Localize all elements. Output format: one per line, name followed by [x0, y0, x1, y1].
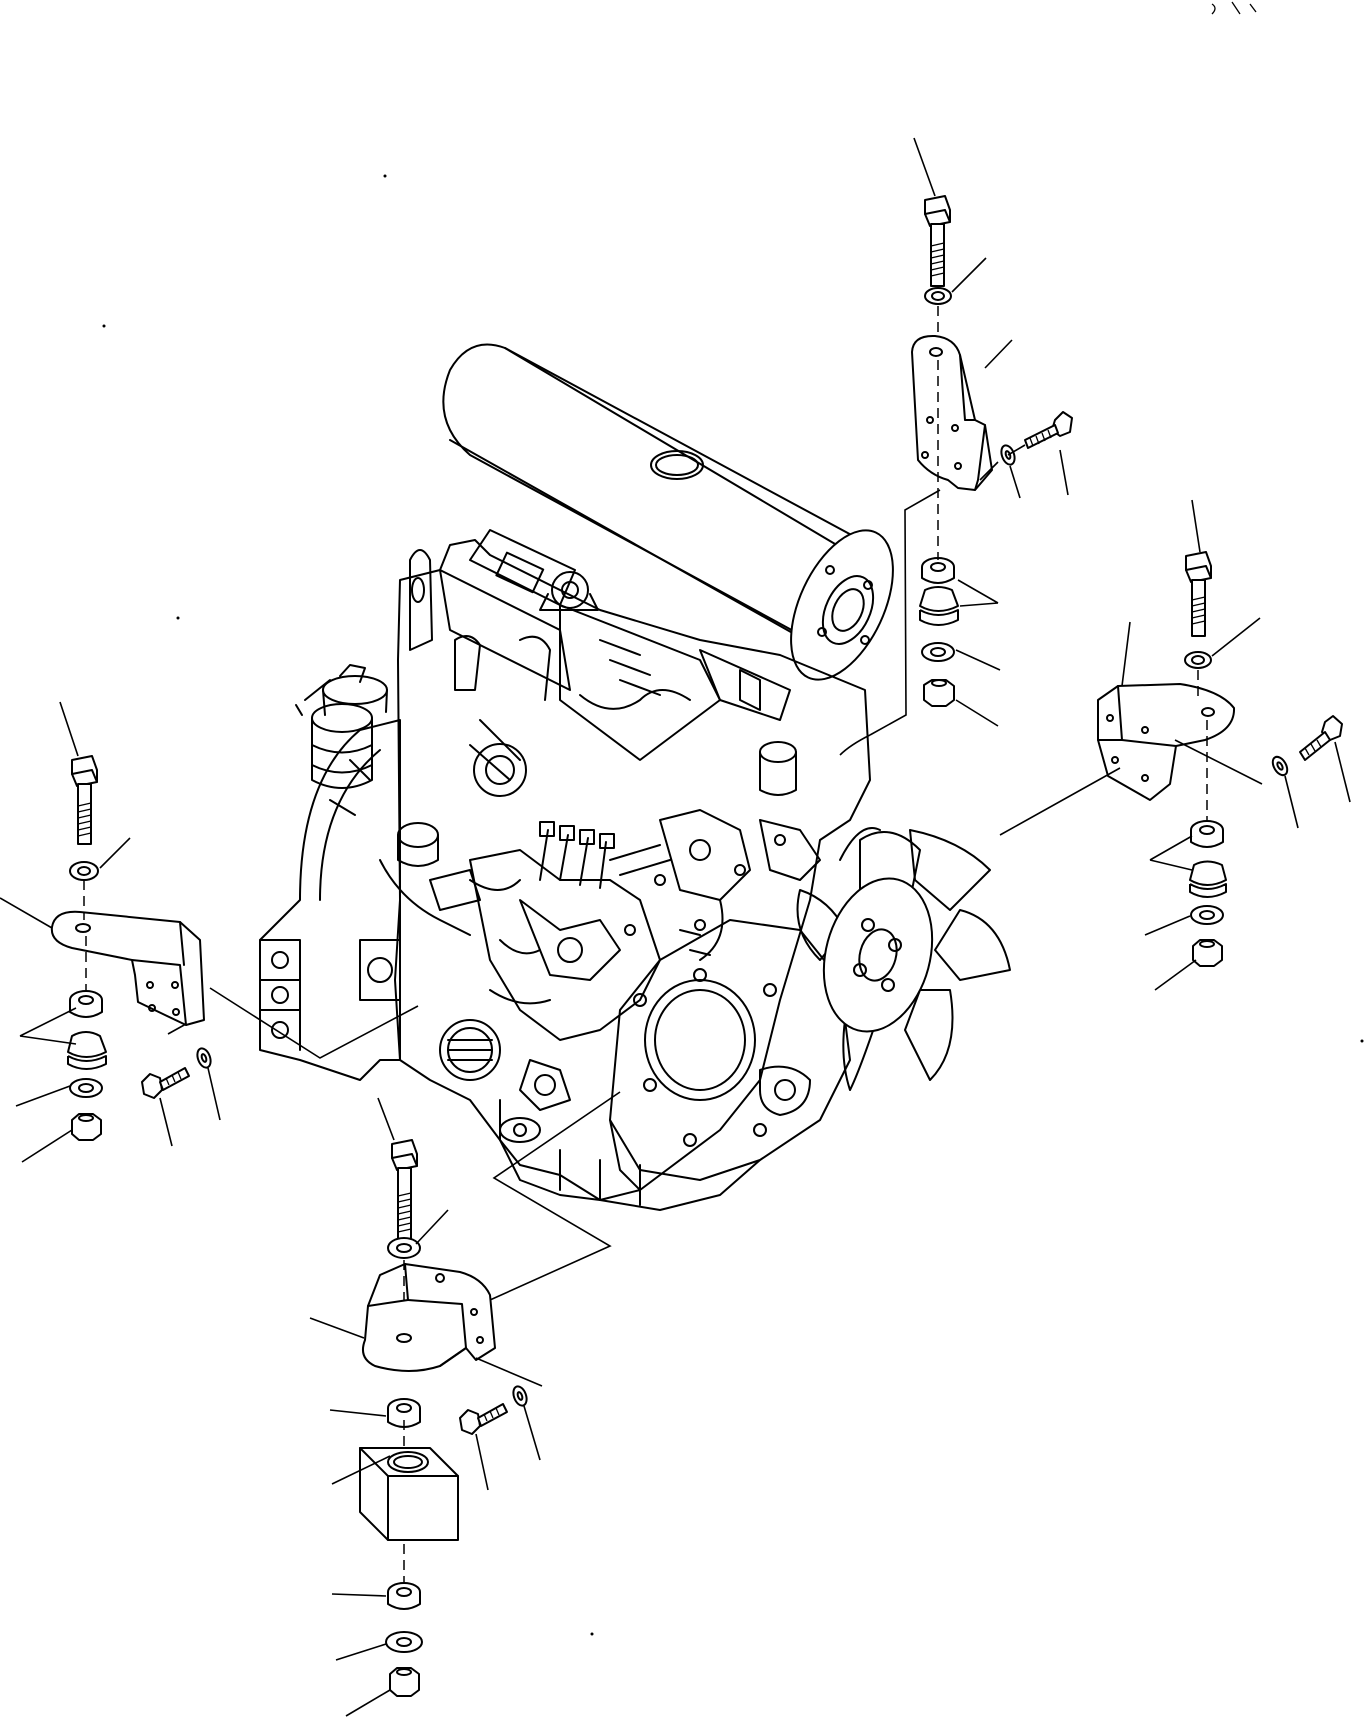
bolt-right — [1185, 551, 1212, 637]
bracket-bottom-center — [362, 1263, 496, 1372]
side-bolt-top-center — [1000, 411, 1073, 466]
mount-bottom-center — [309, 1091, 621, 1717]
page-corner-mark — [1211, 1, 1257, 15]
side-bolt-bottom-center — [459, 1385, 528, 1435]
engine-assembly — [259, 343, 1011, 1211]
bracket-right — [1097, 683, 1236, 801]
frame-block-bottom-center — [359, 1447, 459, 1541]
washer-left — [69, 861, 99, 881]
bolt-bottom-center — [391, 1139, 418, 1247]
engine-block — [394, 529, 871, 1201]
bolt-left — [71, 755, 98, 845]
cushion-stack-right — [1189, 820, 1227, 967]
cushion-stack-bottom-center — [385, 1582, 423, 1697]
fuel-injection-area — [379, 809, 821, 1111]
cushion-upper-bottom-center — [387, 1398, 421, 1428]
bolt-top-center — [924, 195, 951, 287]
mount-left — [0, 701, 419, 1163]
muffler — [442, 343, 894, 681]
mount-top-center — [839, 137, 1073, 756]
washer-bottom-center — [387, 1237, 421, 1259]
cushion-stack-left — [67, 990, 107, 1141]
gear-case — [609, 919, 851, 1191]
washer-top-center — [924, 287, 952, 305]
side-bolt-left — [141, 1047, 212, 1099]
fuel-filter — [295, 664, 388, 789]
mount-right — [999, 499, 1351, 991]
oil-pan — [499, 1099, 761, 1211]
cushion-stack-top-center — [919, 557, 959, 707]
bracket-top-center — [911, 334, 993, 491]
bracket-left — [50, 910, 205, 1026]
stray-dots — [102, 174, 1364, 1636]
side-bolt-right — [1271, 715, 1343, 777]
cooling-fan — [796, 827, 1011, 1091]
washer-right — [1184, 651, 1212, 669]
